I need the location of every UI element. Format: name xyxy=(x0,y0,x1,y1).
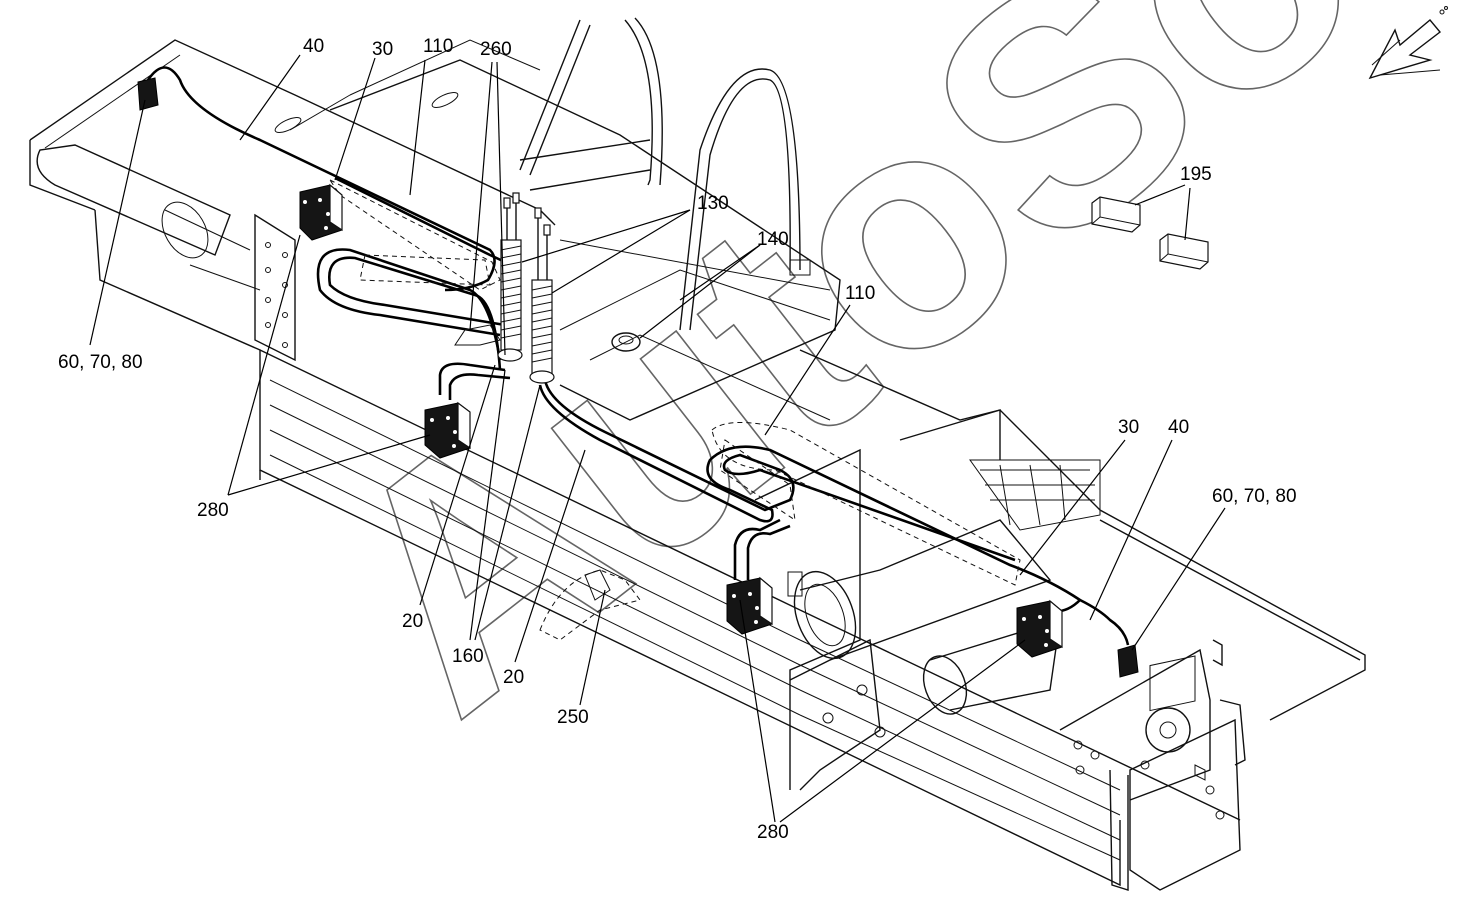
cap-pair xyxy=(1091,196,1209,270)
junction-box-right-middle xyxy=(726,576,773,635)
callout-130: 130 xyxy=(697,193,729,214)
callout-labels: 40 30 110 260 130 140 110 195 30 40 60, … xyxy=(58,36,1297,843)
junction-box-left-bottom xyxy=(424,401,471,459)
junction-box-right-end xyxy=(1016,599,1063,658)
callout-20-right: 20 xyxy=(503,667,524,688)
callout-30-right: 30 xyxy=(1118,417,1139,438)
callout-110-right: 110 xyxy=(845,283,875,304)
callout-280-left: 280 xyxy=(197,500,229,521)
callout-110: 110 xyxy=(423,36,453,57)
sensor-left xyxy=(137,77,159,111)
callout-60-70-80-right: 60, 70, 80 xyxy=(1212,486,1297,507)
spring-coils xyxy=(454,192,555,384)
callout-280-right: 280 xyxy=(757,822,789,843)
callout-250: 250 xyxy=(557,707,589,728)
callout-195: 195 xyxy=(1180,164,1212,185)
direction-arrow-icon xyxy=(1368,6,1448,80)
callout-40: 40 xyxy=(303,36,324,57)
leader-lines xyxy=(89,54,1226,823)
sensor-right xyxy=(1117,644,1139,678)
callout-260: 260 xyxy=(480,39,512,60)
junction-box-left-top xyxy=(299,183,343,241)
cable-harness xyxy=(146,66,1130,646)
callout-140: 140 xyxy=(757,229,789,250)
machine-frame xyxy=(29,17,1366,891)
callout-30: 30 xyxy=(372,39,393,60)
callout-20-left: 20 xyxy=(402,611,423,632)
callout-40-right: 40 xyxy=(1168,417,1189,438)
callout-160: 160 xyxy=(452,646,484,667)
callout-60-70-80-left: 60, 70, 80 xyxy=(58,352,143,373)
